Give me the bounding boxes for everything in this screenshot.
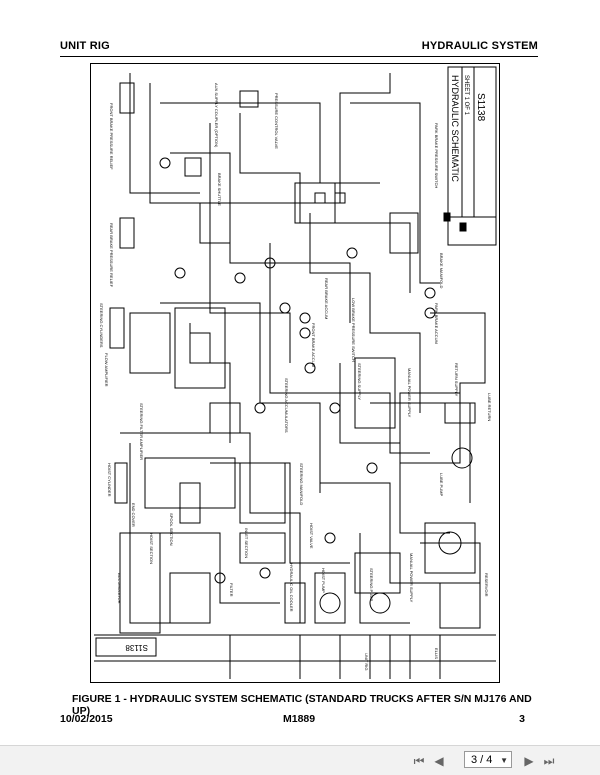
footer-page-number: 3 [519, 713, 525, 725]
schematic-border [90, 63, 500, 683]
label-rear-brake-accum: REAR BRAKE ACCUM [324, 278, 329, 319]
label-spool-section: SPOOL SECTION [169, 513, 174, 546]
title-block-drawing-number: S1138 [475, 93, 486, 122]
label-front-brake-accum: FRONT BRAKE ACCUM [311, 323, 316, 367]
next-page-icon[interactable]: ▶ [524, 754, 534, 768]
label-low-brake: LOW BRAKE PRESSURE SWITCH [351, 298, 356, 362]
label-steering-manifold: STEERING MANIFOLD [299, 463, 304, 505]
label-filter: FILTER [229, 583, 234, 597]
page-selector[interactable]: 3 / 4 ▼ [464, 751, 512, 768]
first-page-icon[interactable]: ⏮ [413, 754, 425, 768]
header-rule [60, 56, 538, 57]
label-brake-manifold: BRAKE MANIFOLD [439, 253, 444, 288]
figure-caption: FIGURE 1 - HYDRAULIC SYSTEM SCHEMATIC (S… [72, 693, 532, 717]
label-brake-shuttle: BRAKE SHUTTLE [217, 173, 222, 206]
chevron-down-icon: ▼ [500, 756, 508, 765]
label-steering-pump: STEERING PUMP [369, 568, 374, 601]
label-return-supply: RETURN SUPPLY [454, 363, 459, 397]
viewer-toolbar: ⏮ ◀ 3 / 4 ▼ ▶ ⏭ [0, 745, 600, 775]
label-lube-pump: LUBE PUMP [439, 473, 444, 496]
label-aux-supply: AUX SUPPLY COUPLER (OPTION) [214, 83, 219, 148]
label-flow-amplifier: FLOW AMPLIFIER [104, 353, 109, 387]
label-lube-return: LUBE RETURN [487, 393, 492, 421]
header-left: UNIT RIG [60, 40, 110, 52]
footer-date: 10/02/2015 [60, 713, 113, 725]
label-end-cover: END COVER [131, 503, 136, 527]
label-park-brake: PARK BRAKE PRESSURE SWITCH [434, 123, 439, 188]
label-hoist-pump: HOIST PUMP [321, 568, 326, 593]
label-inlet-section: INLET SECTION [244, 528, 249, 558]
prev-page-icon[interactable]: ◀ [434, 754, 444, 768]
label-hydraulic-oil: HYDRAULIC OIL COOLER [289, 563, 294, 612]
label-steering-filter: STEERING FILTER AMPLIFIER [139, 403, 144, 460]
label-hoist-valve: HOIST VALVE [309, 523, 314, 549]
label-front-brake: FRONT BRAKE PRESSURE RELIEF [109, 103, 114, 170]
label-hoist-section: HOIST SECTION [149, 533, 154, 564]
label-park-brake-accum: PARK BRAKE ACCUM [434, 303, 439, 344]
label-reservoir: RESERVOIR [484, 573, 489, 597]
label-hoist-cylinder: HOIST CYLINDER [107, 463, 112, 497]
title-block-sheet: SHEET 1 OF 1 [463, 75, 469, 116]
label-manual-supply: MANUAL POWER SUPPLY [409, 553, 414, 603]
label-ellis: ELLIS [434, 648, 439, 659]
strip-drawing-number: S1138 [125, 643, 148, 652]
title-block-title: HYDRAULIC SCHEMATIC [450, 75, 460, 182]
footer-doc-number: M1889 [283, 713, 316, 725]
label-pressure-control: PRESSURE CONTROL VALVE [274, 93, 279, 149]
label-accumulator: ACCUMULATOR [117, 573, 122, 604]
label-manual-power: MANUAL POWER SUPPLY [407, 368, 412, 418]
label-steering-accumulators: STEERING ACCUMULATORS [284, 378, 289, 433]
page-indicator: 3 / 4 [471, 754, 493, 766]
label-steering-cylinders: STEERING CYLINDERS [99, 303, 104, 348]
header-right: HYDRAULIC SYSTEM [421, 40, 538, 52]
label-steering-supply: STEERING SUPPLY [357, 363, 362, 400]
document-page: UNIT RIG HYDRAULIC SYSTEM [60, 40, 538, 725]
label-unit-rig: UNIT RIG [364, 653, 369, 670]
label-rear-brake: REAR BRAKE PRESSURE RELIEF [109, 223, 114, 288]
last-page-icon[interactable]: ⏭ [543, 754, 555, 768]
hydraulic-schematic: FRONT BRAKE PRESSURE RELIEF REAR BRAKE P… [90, 63, 500, 683]
